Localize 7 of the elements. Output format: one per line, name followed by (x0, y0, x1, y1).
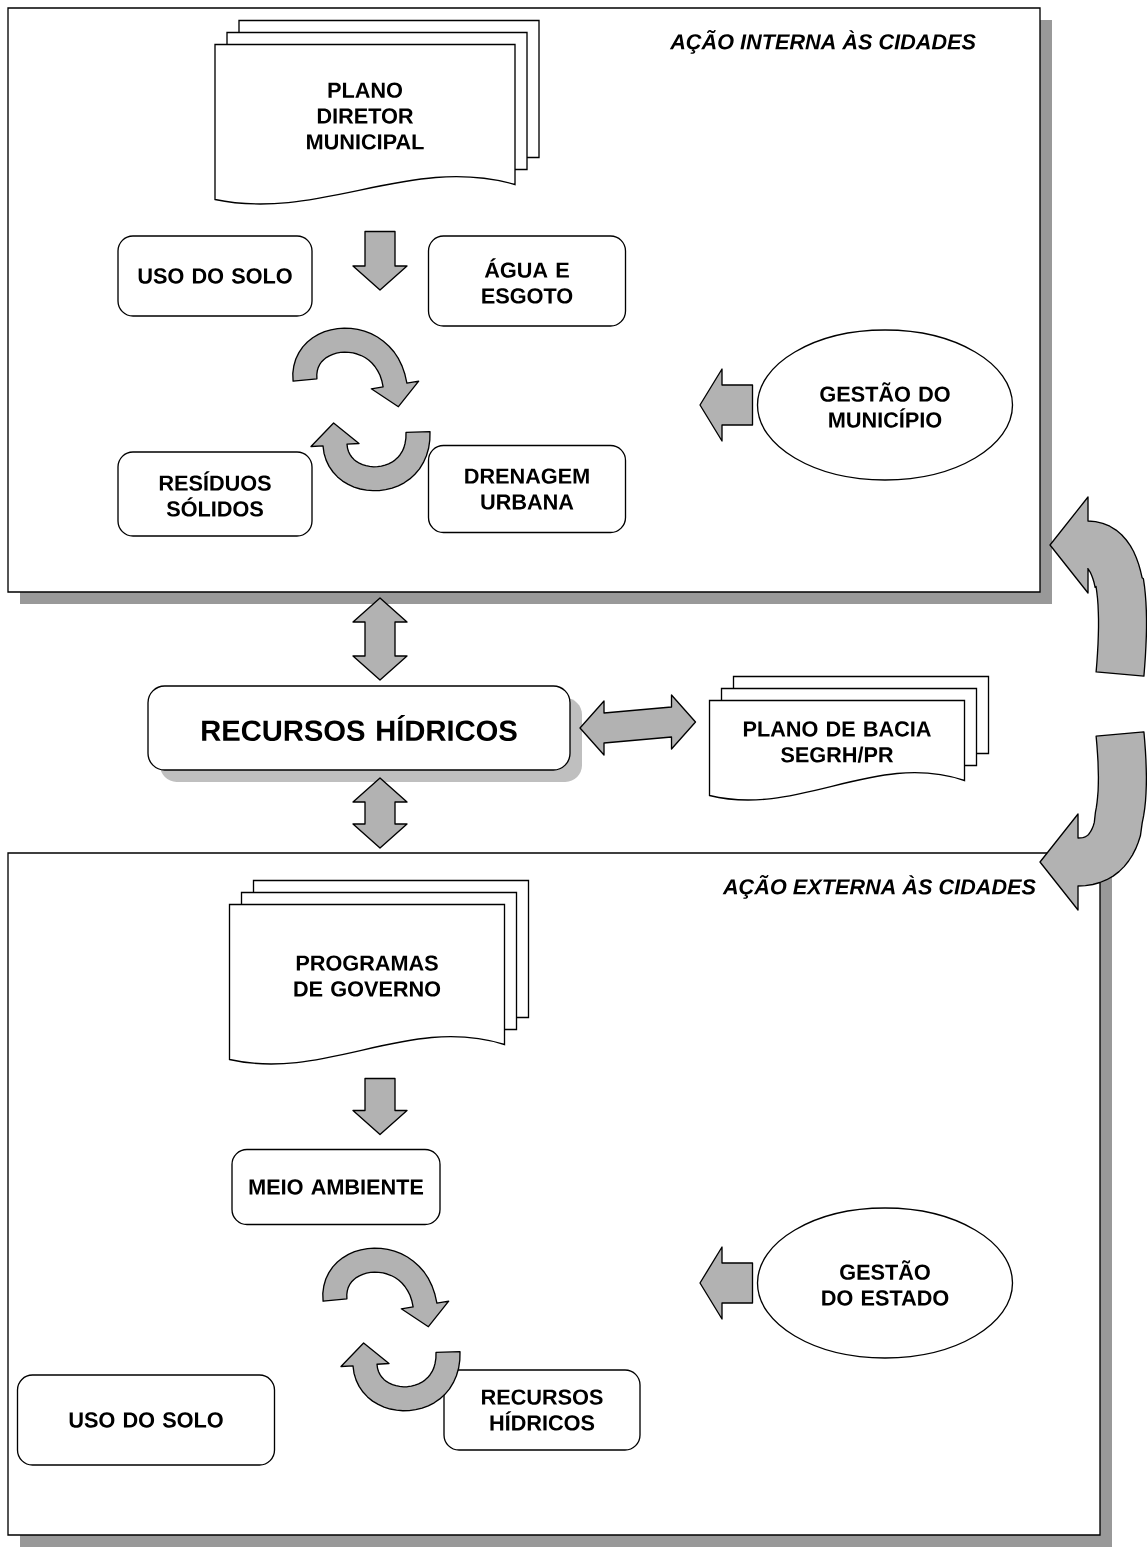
document-stack: PLANO DE BACIA SEGRH/PR (708, 675, 990, 801)
block-arrow (1039, 731, 1147, 911)
block-arrow (352, 597, 408, 681)
rounded-box: RECURSOS HÍDRICOS (147, 685, 582, 782)
block-arrow (352, 777, 408, 849)
block-arrow (1049, 496, 1147, 677)
block-arrow (579, 694, 697, 756)
